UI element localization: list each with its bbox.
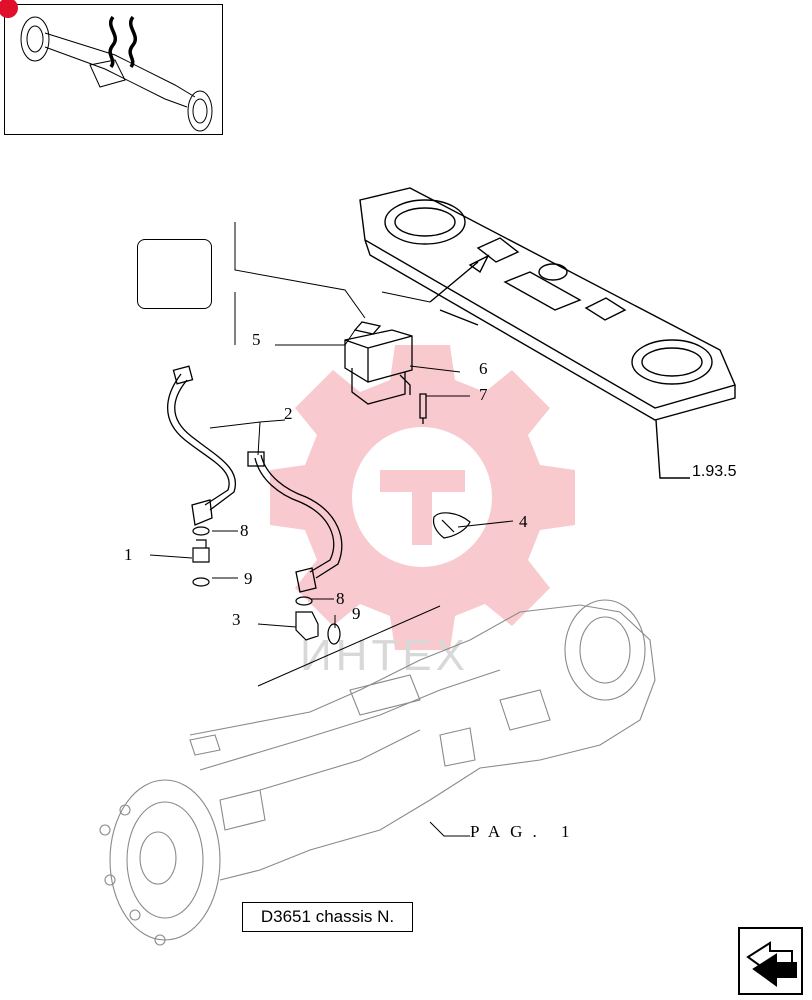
axle-thumbnail-icon	[20, 15, 213, 132]
watermark-gear-icon	[270, 345, 575, 650]
page-marker-icon	[0, 0, 18, 18]
next-page-button[interactable]	[738, 927, 803, 995]
callout-9-lower: 9	[352, 604, 361, 623]
frame-plate	[359, 187, 736, 479]
hose-left	[166, 365, 237, 526]
callout-2: 2	[284, 404, 293, 423]
callout-9-upper: 9	[244, 569, 253, 588]
watermark-text: ИНТЕХ	[300, 631, 469, 680]
next-page-arrow-icon	[746, 941, 797, 987]
callout-4: 4	[519, 512, 528, 531]
callout-8-upper: 8	[240, 521, 249, 540]
page-reference[interactable]: PAG. 1	[470, 822, 580, 841]
callout-5: 5	[252, 330, 261, 349]
hose-right	[247, 451, 343, 593]
callout-8-lower: 8	[336, 589, 345, 608]
callout-3: 3	[232, 610, 241, 629]
chassis-label: D3651 chassis N.	[242, 902, 413, 932]
callout-1: 1	[124, 545, 133, 564]
callout-7: 7	[479, 385, 488, 404]
fittings	[192, 512, 471, 645]
axle-thumbnail[interactable]	[0, 0, 223, 135]
4wd-symbol-frame	[137, 239, 212, 309]
leader-lines	[149, 222, 514, 837]
switch-assembly	[344, 321, 427, 424]
reference-link[interactable]: 1.93.5	[692, 463, 737, 480]
callout-6: 6	[479, 359, 488, 378]
front-axle	[99, 599, 656, 946]
